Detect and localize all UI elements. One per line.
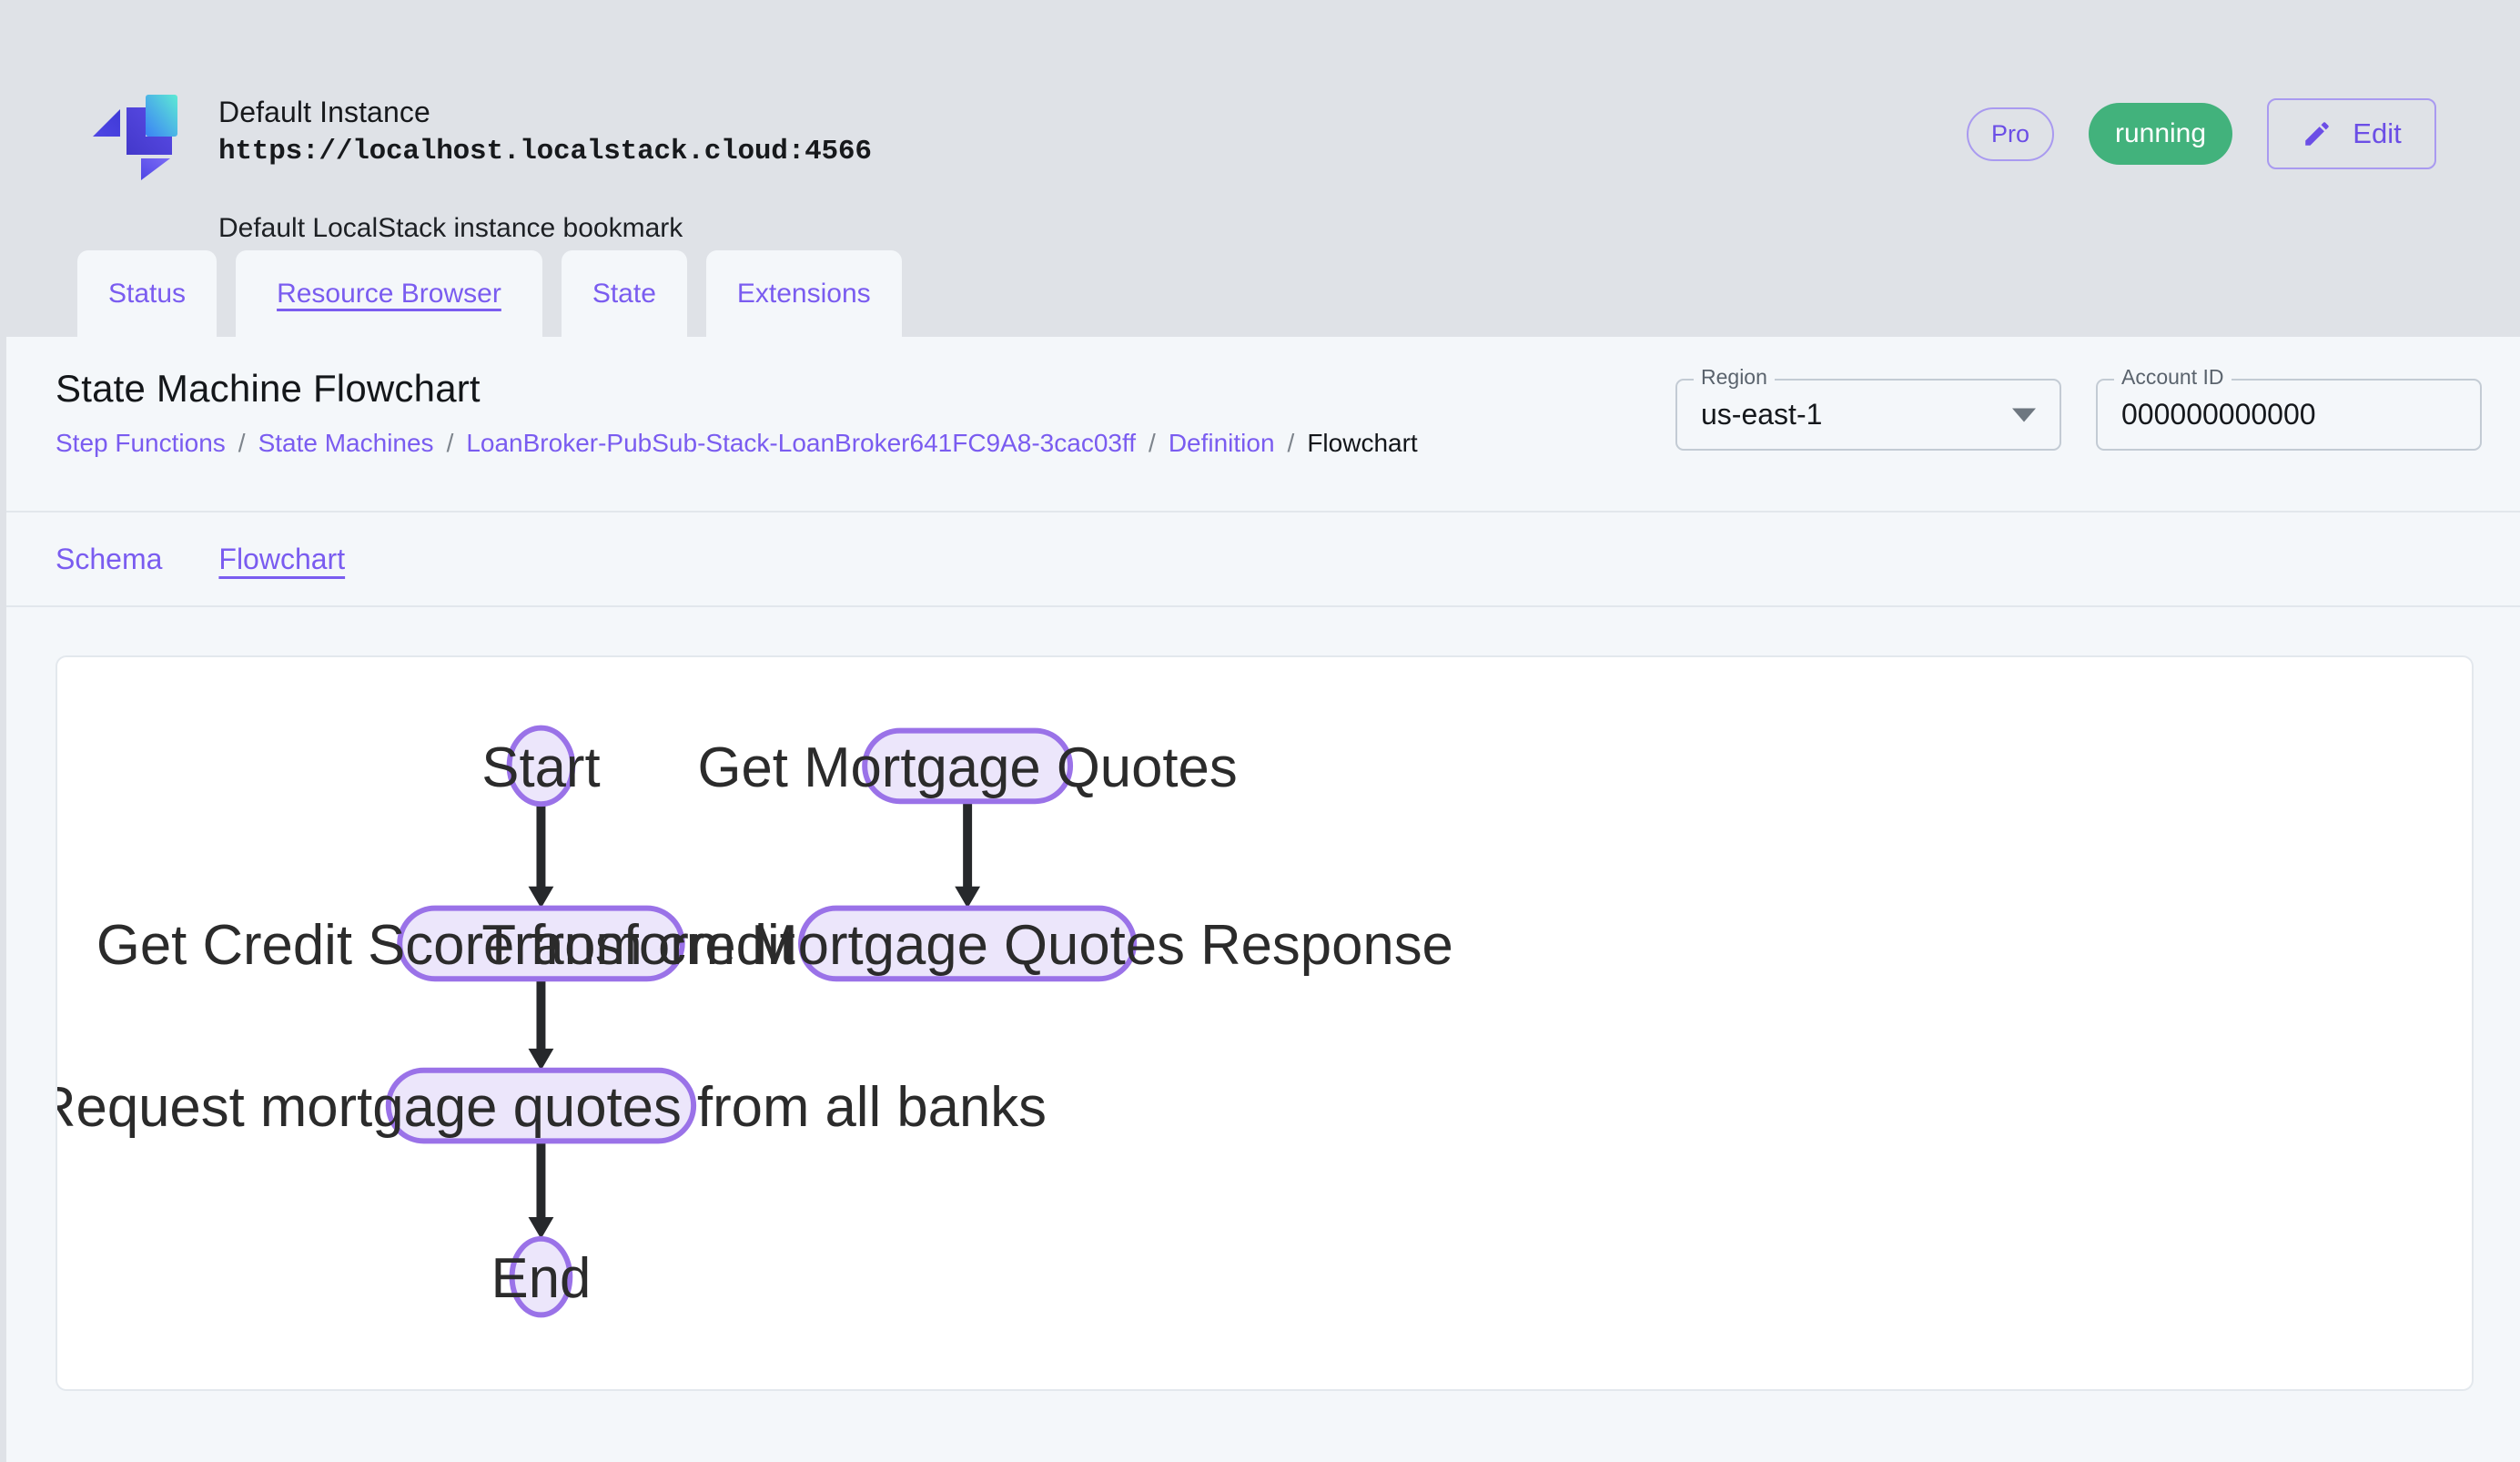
- breadcrumb-item-flowchart: Flowchart: [1307, 429, 1418, 457]
- breadcrumb-separator: /: [446, 429, 454, 457]
- flowchart-node[interactable]: Start: [481, 725, 601, 807]
- breadcrumb-separator: /: [238, 429, 246, 457]
- flowchart-node-label: Transform Mortgage Quotes Response: [481, 914, 1452, 977]
- flowchart-node-shape: [862, 727, 1074, 805]
- flowchart-node-label: Start: [481, 736, 600, 799]
- flowchart-node-shape: [798, 905, 1138, 982]
- header-actions: Pro running Edit: [1967, 98, 2436, 169]
- flowchart-node-label: Request mortgage quotes from all banks: [57, 1076, 1047, 1139]
- subtab-flowchart[interactable]: Flowchart: [218, 542, 346, 575]
- flowchart-node-label: Get Mortgage Quotes: [698, 736, 1238, 799]
- region-select[interactable]: Region us-east-1: [1675, 367, 2061, 451]
- region-value: us-east-1: [1701, 398, 1823, 431]
- instance-description: Default LocalStack instance bookmark: [218, 213, 683, 244]
- flowchart-node[interactable]: Get Mortgage Quotes: [698, 727, 1238, 805]
- title-bar: State Machine Flowchart Step Functions /…: [6, 337, 2520, 513]
- scope-controls: Region us-east-1 Account ID 000000000000: [1675, 367, 2482, 451]
- edit-button[interactable]: Edit: [2267, 98, 2436, 169]
- region-label: Region: [1694, 367, 1775, 388]
- instance-title: Default Instance: [218, 96, 430, 128]
- flowchart-node-shape: [506, 725, 576, 807]
- main-tab-strip: Status Resource Browser State Extensions: [77, 250, 902, 337]
- subtab-bar: Schema Flowchart: [6, 513, 2520, 607]
- flowchart-node-shape: [509, 1235, 573, 1318]
- status-badge: running: [2089, 103, 2232, 165]
- edit-button-label: Edit: [2353, 117, 2402, 149]
- chevron-down-icon: [2012, 408, 2036, 421]
- instance-summary: Default Instance https://localhost.local…: [84, 78, 872, 244]
- tab-extensions-label: Extensions: [736, 278, 871, 309]
- flowchart-node-label: End: [491, 1247, 592, 1310]
- tab-status-label: Status: [108, 278, 187, 309]
- main-panel: State Machine Flowchart Step Functions /…: [0, 337, 2520, 1462]
- flowchart-node-shape: [385, 1067, 697, 1144]
- breadcrumb: Step Functions / State Machines / LoanBr…: [56, 429, 1418, 458]
- flowchart-node[interactable]: Request mortgage quotes from all banks: [57, 1067, 1047, 1144]
- flowchart-node-shape: [397, 905, 685, 982]
- tab-resource-browser[interactable]: Resource Browser: [236, 250, 542, 337]
- breadcrumb-item-step-functions[interactable]: Step Functions: [56, 429, 226, 457]
- flowchart-edge: [528, 979, 554, 1071]
- breadcrumb-item-state-machines[interactable]: State Machines: [258, 429, 434, 457]
- instance-text-block: Default Instance https://localhost.local…: [218, 78, 872, 244]
- pencil-icon: [2305, 122, 2330, 146]
- tab-extensions[interactable]: Extensions: [705, 250, 902, 337]
- flowchart-node[interactable]: Transform Mortgage Quotes Response: [481, 905, 1453, 982]
- breadcrumb-item-definition[interactable]: Definition: [1168, 429, 1275, 457]
- pro-badge[interactable]: Pro: [1967, 107, 2054, 161]
- flowchart-edge: [528, 804, 554, 909]
- account-id-label: Account ID: [2114, 367, 2232, 388]
- flowchart-edge: [955, 801, 981, 909]
- account-id-field[interactable]: Account ID 000000000000: [2096, 367, 2482, 451]
- flowchart-edges: [528, 801, 981, 1239]
- page-title: State Machine Flowchart: [56, 367, 481, 410]
- account-id-value: 000000000000: [2121, 398, 2316, 431]
- breadcrumb-separator: /: [1149, 429, 1156, 457]
- subtab-schema[interactable]: Schema: [56, 542, 163, 575]
- app-header: Default Instance https://localhost.local…: [0, 0, 2520, 337]
- tab-resource-browser-label: Resource Browser: [277, 278, 501, 309]
- breadcrumb-item-state-machine-name[interactable]: LoanBroker-PubSub-Stack-LoanBroker641FC9…: [466, 429, 1137, 457]
- localstack-logo-icon: [93, 95, 177, 180]
- tab-state[interactable]: State: [561, 250, 687, 337]
- flowchart-edge: [528, 1141, 554, 1239]
- tab-state-label: State: [592, 278, 656, 309]
- breadcrumb-separator: /: [1287, 429, 1295, 457]
- flowchart-node[interactable]: End: [491, 1235, 592, 1318]
- tab-status[interactable]: Status: [77, 250, 218, 337]
- instance-endpoint: https://localhost.localstack.cloud:4566: [218, 136, 872, 168]
